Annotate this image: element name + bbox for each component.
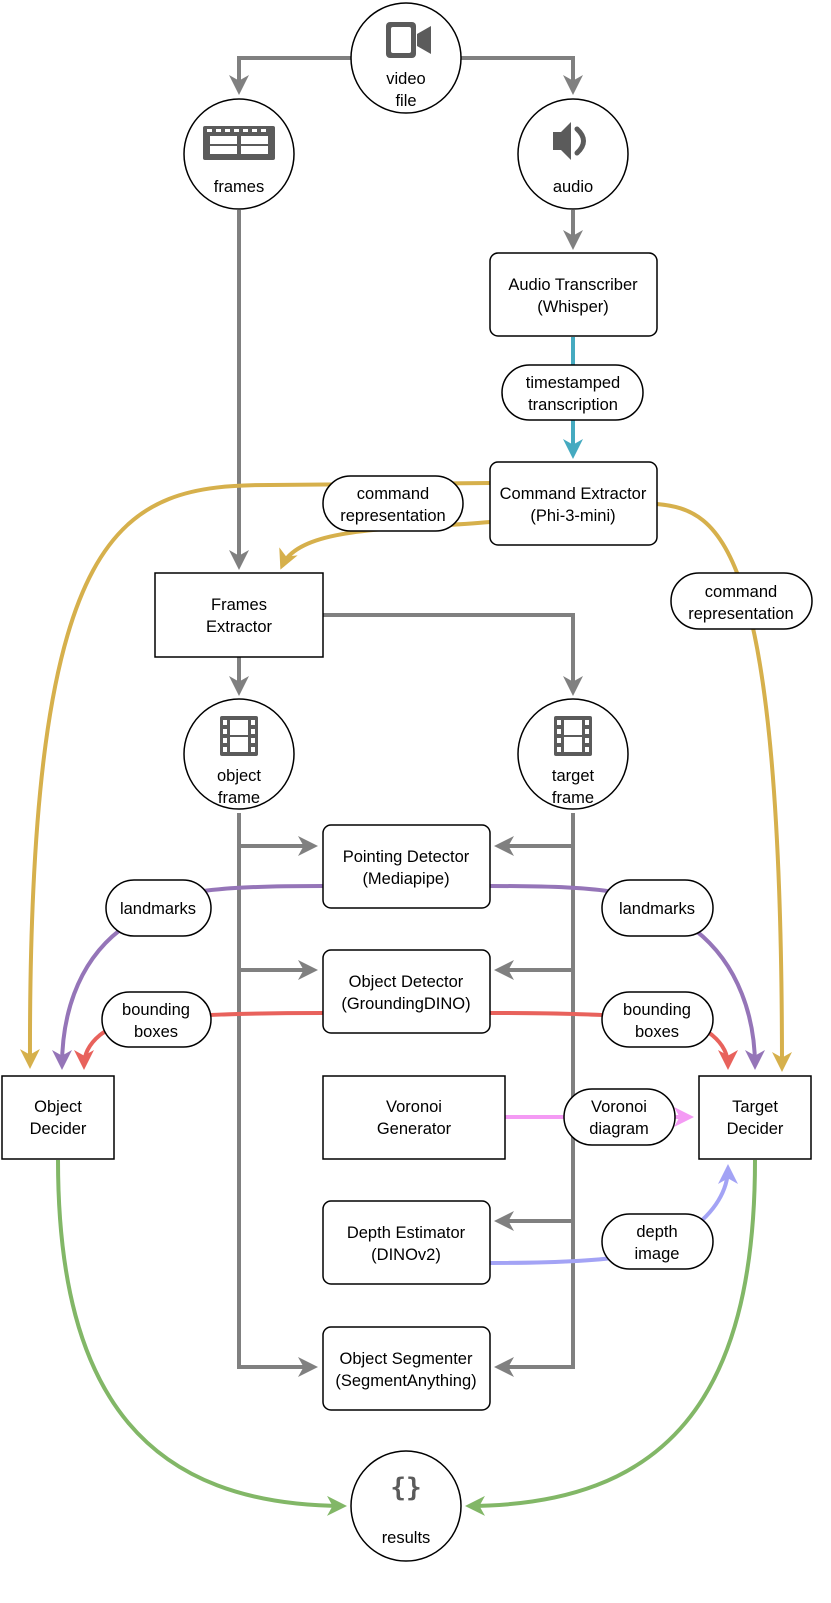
target-frame-label-2: frame (552, 789, 594, 807)
bounding-boxes-right-line-2: boxes (635, 1023, 679, 1041)
bounding-boxes-left-line-2: boxes (134, 1023, 178, 1041)
timestamped-transcription-line-1: timestamped (526, 374, 620, 392)
target-decider-line-1: Target (732, 1098, 778, 1116)
node-object-frame: object frame (183, 698, 295, 810)
frames-label: frames (214, 178, 264, 196)
video-file-label-1: video (386, 70, 425, 88)
edge-video-to-audio (461, 56, 583, 95)
command-representation-left-line-1: command (357, 485, 429, 503)
label-landmarks-left: landmarks (105, 879, 212, 937)
object-frame-label-1: object (217, 767, 261, 785)
voronoi-diagram-line-2: diagram (589, 1120, 649, 1138)
audio-transcriber-line-1: Audio Transcriber (508, 276, 638, 294)
landmarks-left-text: landmarks (120, 900, 196, 918)
landmarks-right-text: landmarks (619, 900, 695, 918)
film-frame-icon (554, 716, 592, 756)
node-video-file: video file (350, 2, 462, 114)
command-representation-left-line-2: representation (340, 507, 446, 525)
video-camera-icon (386, 22, 431, 58)
edge-video-to-frames (229, 56, 352, 95)
object-segmenter-line-1: Object Segmenter (340, 1350, 473, 1368)
speaker-icon (553, 122, 586, 160)
depth-image-line-1: depth (636, 1223, 677, 1241)
label-bounding-boxes-right: bounding boxes (601, 991, 714, 1048)
node-frames: frames (183, 98, 295, 210)
node-frames-extractor: Frames Extractor (154, 572, 324, 658)
object-detector-line-1: Object Detector (349, 973, 464, 991)
depth-estimator-line-1: Depth Estimator (347, 1224, 466, 1242)
voronoi-generator-line-1: Voronoi (386, 1098, 442, 1116)
film-frame-icon (220, 716, 258, 756)
bounding-boxes-right-line-1: bounding (623, 1001, 691, 1019)
command-extractor-line-1: Command Extractor (500, 485, 647, 503)
node-results: {} results (350, 1450, 462, 1562)
bounding-boxes-left-line-1: bounding (122, 1001, 190, 1019)
frames-extractor-line-2: Extractor (206, 618, 273, 636)
results-label: results (382, 1529, 431, 1547)
voronoi-diagram-line-1: Voronoi (591, 1098, 647, 1116)
label-landmarks-right: landmarks (601, 879, 714, 937)
node-audio: audio (517, 98, 629, 210)
node-depth-estimator: Depth Estimator (DINOv2) (322, 1200, 491, 1285)
label-command-representation-left: command representation (322, 475, 464, 532)
command-extractor-line-2: (Phi-3-mini) (530, 507, 615, 525)
pointing-detector-line-2: (Mediapipe) (362, 870, 449, 888)
label-voronoi-diagram: Voronoi diagram (563, 1088, 676, 1146)
curly-braces-icon: {} (390, 1473, 421, 1503)
target-frame-label-1: target (552, 767, 595, 785)
edge-target-decider-to-results (465, 1159, 757, 1516)
node-object-detector: Object Detector (GroundingDINO) (322, 949, 491, 1034)
audio-transcriber-line-2: (Whisper) (537, 298, 609, 316)
object-frame-label-2: frame (218, 789, 260, 807)
node-target-decider: Target Decider (698, 1075, 812, 1160)
video-file-label-2: file (395, 92, 416, 110)
command-representation-right-line-2: representation (688, 605, 794, 623)
node-target-frame: target frame (517, 698, 629, 810)
node-object-decider: Object Decider (1, 1075, 115, 1160)
object-detector-line-2: (GroundingDINO) (341, 995, 470, 1013)
edge-object-frame-trunk (237, 813, 318, 1377)
voronoi-generator-line-2: Generator (377, 1120, 452, 1138)
object-decider-line-1: Object (34, 1098, 82, 1116)
edges (19, 56, 792, 1516)
label-bounding-boxes-left: bounding boxes (101, 991, 212, 1048)
target-decider-line-2: Decider (727, 1120, 784, 1138)
edge-object-decider-to-results (56, 1159, 347, 1516)
node-command-extractor: Command Extractor (Phi-3-mini) (489, 461, 658, 546)
pointing-detector-line-1: Pointing Detector (343, 848, 470, 866)
timestamped-transcription-line-2: transcription (528, 396, 618, 414)
node-audio-transcriber: Audio Transcriber (Whisper) (489, 252, 658, 337)
edge-command-to-object-decider (19, 481, 491, 1069)
node-object-segmenter: Object Segmenter (SegmentAnything) (322, 1326, 491, 1411)
frames-extractor-line-1: Frames (211, 596, 267, 614)
node-pointing-detector: Pointing Detector (Mediapipe) (322, 824, 491, 909)
label-depth-image: depth image (601, 1213, 714, 1270)
label-command-representation-right: command representation (670, 572, 813, 630)
command-representation-right-line-1: command (705, 583, 777, 601)
object-decider-line-2: Decider (30, 1120, 87, 1138)
label-timestamped-transcription: timestamped transcription (501, 364, 644, 421)
depth-estimator-line-2: (DINOv2) (371, 1246, 441, 1264)
node-voronoi-generator: Voronoi Generator (322, 1075, 506, 1160)
object-segmenter-line-2: (SegmentAnything) (335, 1372, 476, 1390)
edge-extractor-to-target-frame (323, 613, 583, 696)
film-strip-icon (203, 126, 275, 160)
audio-label: audio (553, 178, 593, 196)
depth-image-line-2: image (635, 1245, 680, 1263)
edge-target-frame-trunk (494, 813, 575, 1377)
